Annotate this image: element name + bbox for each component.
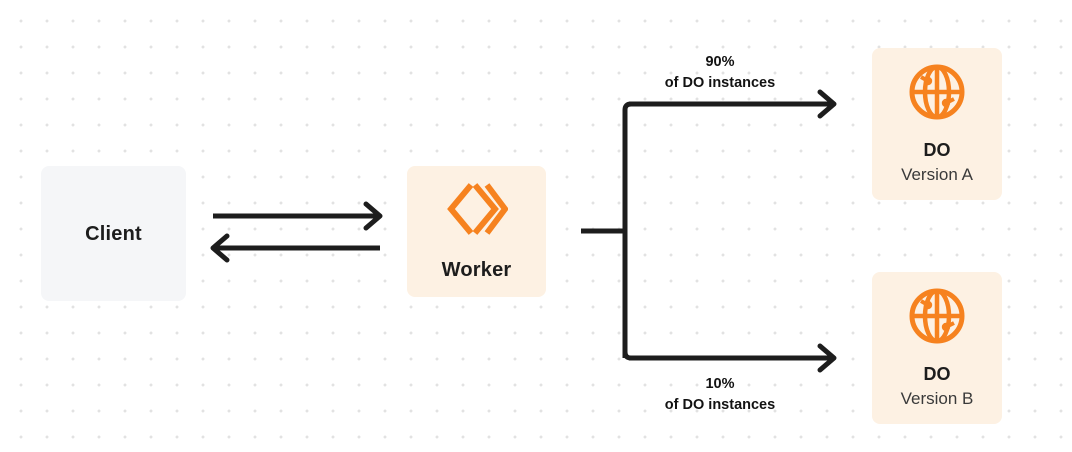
node-worker: Worker — [407, 166, 546, 297]
edge-label-do-b-detail: of DO instances — [664, 397, 776, 414]
durable-object-globe-icon — [907, 286, 967, 351]
node-do-version-b: DO Version B — [872, 272, 1002, 424]
node-do-a-label: DO — [923, 140, 951, 161]
edge-label-do-b-percent: 10% — [705, 376, 735, 392]
edge-client-to-worker — [213, 201, 383, 231]
edge-branch-trunk — [622, 101, 632, 361]
edge-label-do-a-detail: of DO instances — [664, 75, 776, 92]
edge-worker-to-do-b — [629, 343, 837, 373]
edge-label-do-b: 10% of DO instances — [620, 374, 820, 416]
node-worker-label: Worker — [441, 259, 512, 281]
edge-worker-to-client — [210, 233, 380, 263]
node-do-b-label: DO — [923, 364, 951, 385]
node-do-version-a: DO Version A — [872, 48, 1002, 200]
edge-worker-to-do-a — [629, 89, 837, 119]
durable-object-globe-icon — [907, 62, 967, 127]
edge-label-do-a-percent: 90% — [705, 54, 735, 70]
node-do-b-sublabel: Version B — [900, 388, 974, 408]
node-client: Client — [41, 166, 186, 301]
node-client-label: Client — [85, 222, 142, 245]
node-do-a-sublabel: Version A — [901, 164, 973, 184]
edge-label-do-a: 90% of DO instances — [620, 52, 820, 94]
cloudflare-workers-icon — [446, 181, 509, 242]
